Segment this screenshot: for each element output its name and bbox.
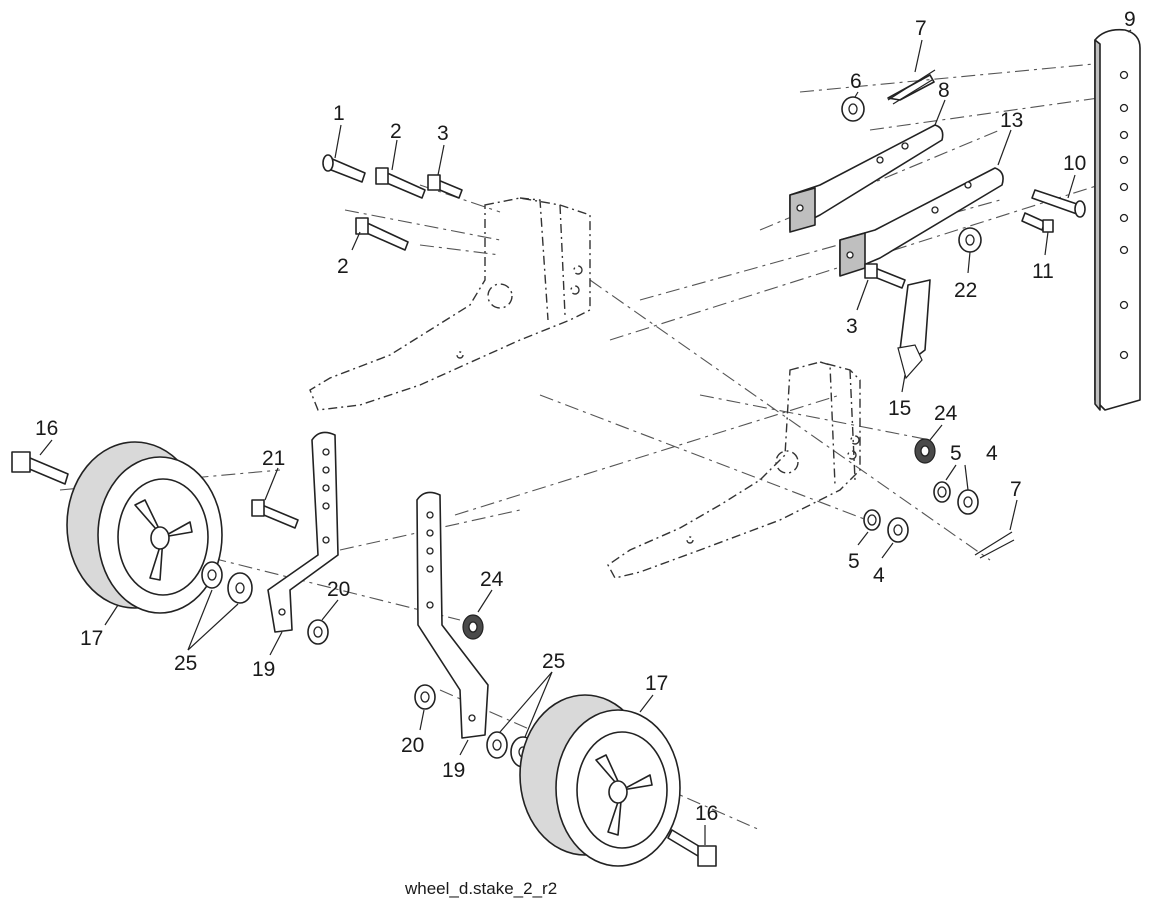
- tiller-frame-left: [309, 197, 591, 411]
- depth-stake-15: [897, 279, 931, 380]
- callout-24-right: 24: [934, 402, 958, 425]
- bracket-8: [789, 124, 944, 233]
- locknut-20-left: [307, 619, 329, 645]
- callout-10: 10: [1063, 152, 1086, 175]
- locknut-24-right: [914, 438, 936, 464]
- wheel-stake-9: [1094, 28, 1141, 411]
- callout-13: 13: [1000, 109, 1023, 132]
- axle-bolt-16-right: [667, 829, 717, 867]
- callout-3-top: 3: [437, 122, 449, 145]
- nut-22: [958, 227, 982, 253]
- bolt-11: [1021, 212, 1054, 233]
- locknut-20-right: [414, 684, 436, 710]
- callout-8: 8: [938, 79, 950, 102]
- callout-3-right: 3: [846, 315, 858, 338]
- callout-11: 11: [1032, 260, 1054, 283]
- hairpin-7-lower: [974, 531, 1015, 559]
- callout-16-right: 16: [695, 802, 718, 825]
- callout-1: 1: [333, 102, 345, 125]
- washers-25-left: [201, 561, 253, 604]
- nut-6: [841, 96, 865, 122]
- wheel-bracket-19-left: [267, 431, 339, 633]
- callout-19-right: 19: [442, 759, 465, 782]
- drawing-caption: wheel_d.stake_2_r2: [404, 879, 557, 898]
- clevis-pin-1: [322, 154, 366, 183]
- callout-25-left: 25: [174, 652, 197, 675]
- axle-bolt-16-left: [11, 451, 69, 485]
- wheel-17-left: [66, 441, 223, 614]
- callout-21: 21: [262, 447, 285, 470]
- callout-17-right: 17: [645, 672, 668, 695]
- callout-4-right: 4: [986, 442, 998, 465]
- bolt-2-top: [375, 167, 426, 199]
- callout-15: 15: [888, 397, 911, 420]
- nut-4-right: [957, 489, 979, 515]
- washer-5-right: [933, 481, 951, 503]
- callout-2-lower: 2: [337, 255, 349, 278]
- callout-7-lower: 7: [1010, 478, 1022, 501]
- bolt-2-lower: [355, 217, 409, 251]
- washer-5-lower: [863, 509, 881, 531]
- bolt-21: [251, 499, 299, 529]
- tiller-frame-right: [607, 361, 861, 579]
- callout-9: 9: [1124, 8, 1136, 31]
- hairpin-7-top: [887, 69, 936, 105]
- pin-10: [1031, 189, 1086, 218]
- callout-17-left: 17: [80, 627, 103, 650]
- callout-labels: 1 2 3 2 6 7 8 13 9 10 11 22 3 15 24 5 4 …: [35, 8, 1136, 898]
- nut-4-lower: [887, 517, 909, 543]
- bolt-3-top: [427, 174, 463, 199]
- callout-24-bracket: 24: [480, 568, 504, 591]
- callout-2-top: 2: [390, 120, 402, 143]
- callout-5-lower: 5: [848, 550, 860, 573]
- callout-22: 22: [954, 279, 977, 302]
- callout-20-left: 20: [327, 578, 350, 601]
- wheel-17-right: [519, 694, 681, 867]
- bolt-3-right: [864, 263, 906, 289]
- callout-7-top: 7: [915, 17, 927, 40]
- locknut-24-bracket: [462, 614, 484, 640]
- bracket-13: [839, 167, 1004, 277]
- callout-25-right: 25: [542, 650, 565, 673]
- callout-5-right: 5: [950, 442, 962, 465]
- callout-6: 6: [850, 70, 862, 93]
- wheel-bracket-19-right: [416, 491, 489, 739]
- callout-16-left: 16: [35, 417, 58, 440]
- callout-19-left: 19: [252, 658, 275, 681]
- callout-20-right: 20: [401, 734, 424, 757]
- leader-lines: [39, 29, 1132, 845]
- callout-4-lower: 4: [873, 564, 885, 587]
